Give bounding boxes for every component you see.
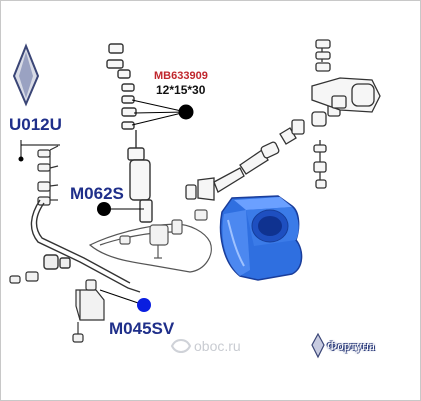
bracket-hardware	[9, 271, 105, 343]
m045sv-callout	[99, 289, 151, 312]
u012u-callout	[18, 140, 60, 162]
label-m062s: M062S	[70, 184, 124, 203]
logo-diamond-icon	[12, 43, 40, 107]
label-m045sv: M045SV	[109, 319, 175, 338]
stabilizer-bushing-image	[219, 195, 303, 281]
m062s-callout	[97, 202, 144, 216]
axle-assembly	[311, 39, 381, 189]
lower-arm	[88, 209, 212, 273]
drive-shaft	[185, 103, 341, 201]
brand-name: Фортуна	[327, 338, 375, 353]
watermark-text: oboc.ru	[194, 338, 241, 354]
label-u012u: U012U	[9, 115, 62, 134]
stabilizer-bar	[30, 199, 141, 293]
shock-absorber	[106, 43, 153, 223]
label-size: 12*15*30	[156, 83, 206, 97]
u012u-bolt-stack	[37, 145, 59, 206]
brand-diamond-icon	[311, 332, 325, 359]
label-oem-number: MB633909	[154, 70, 208, 82]
oboc-logo-icon	[170, 339, 192, 353]
oem-callout	[131, 99, 194, 126]
